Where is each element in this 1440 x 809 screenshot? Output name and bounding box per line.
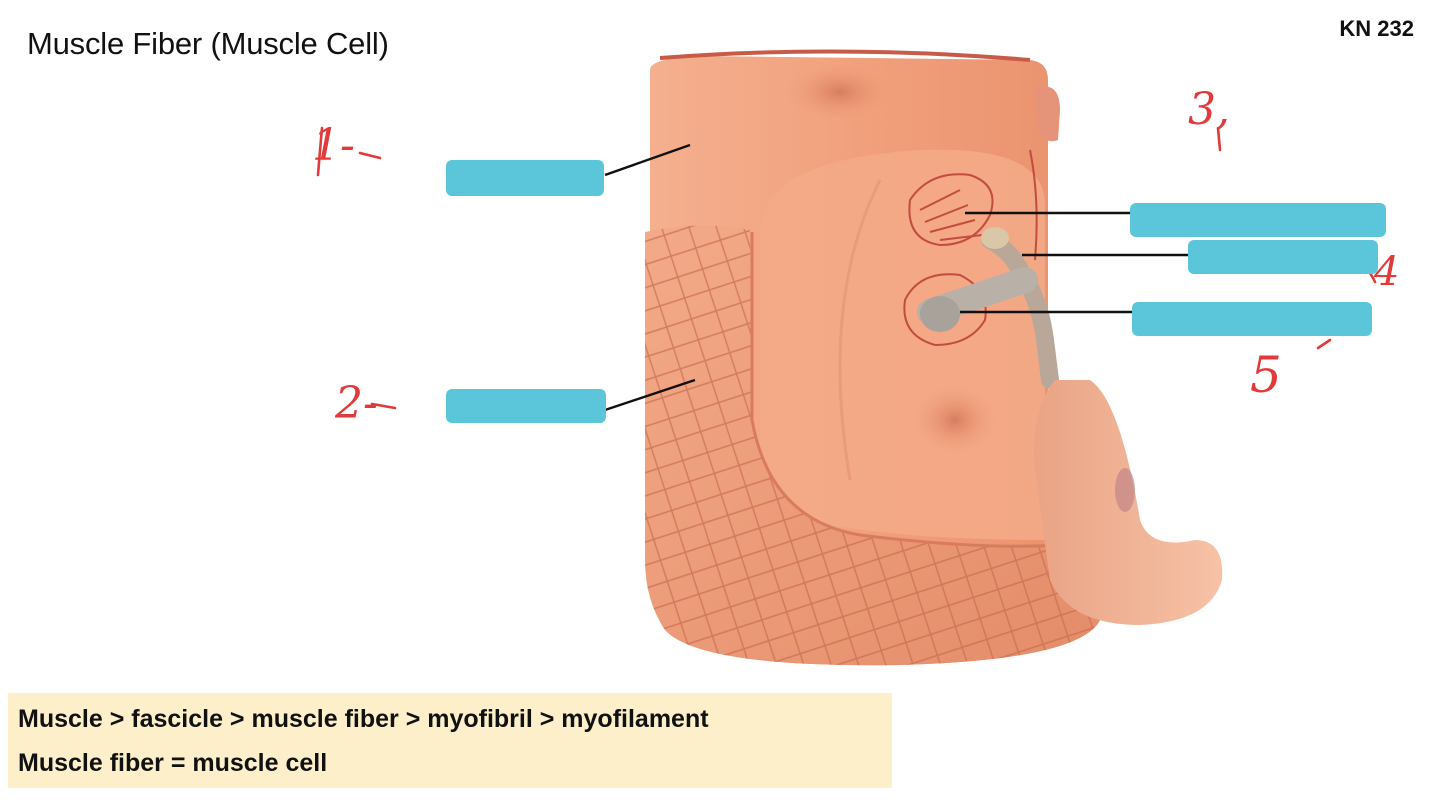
note-line-hierarchy: Muscle > fascicle > muscle fiber > myofi… <box>18 705 709 733</box>
slide-title: Muscle Fiber (Muscle Cell) <box>27 26 389 61</box>
label-cover-5[interactable] <box>1132 302 1372 336</box>
hierarchy-note: Muscle > fascicle > muscle fiber > myofi… <box>8 693 892 788</box>
motor-end-plate <box>903 149 1038 347</box>
label-cover-1[interactable] <box>446 160 604 196</box>
label-cover-3[interactable] <box>1130 203 1386 237</box>
cut-surface <box>760 149 1045 541</box>
handwritten-number-1: 1- <box>312 120 355 171</box>
leader-lines <box>604 143 1190 412</box>
handwritten-number-2: 2- <box>335 378 378 429</box>
handwritten-number-5: 5 <box>1250 346 1282 404</box>
course-code: KN 232 <box>1339 16 1414 41</box>
label-cover-4[interactable] <box>1188 240 1378 274</box>
label-cover-2[interactable] <box>446 389 606 423</box>
handwritten-number-4: 4 <box>1374 249 1400 295</box>
note-line-definition: Muscle fiber = muscle cell <box>18 749 328 777</box>
axon-terminal <box>917 227 1059 389</box>
handwritten-number-3: 3, <box>1188 84 1230 135</box>
